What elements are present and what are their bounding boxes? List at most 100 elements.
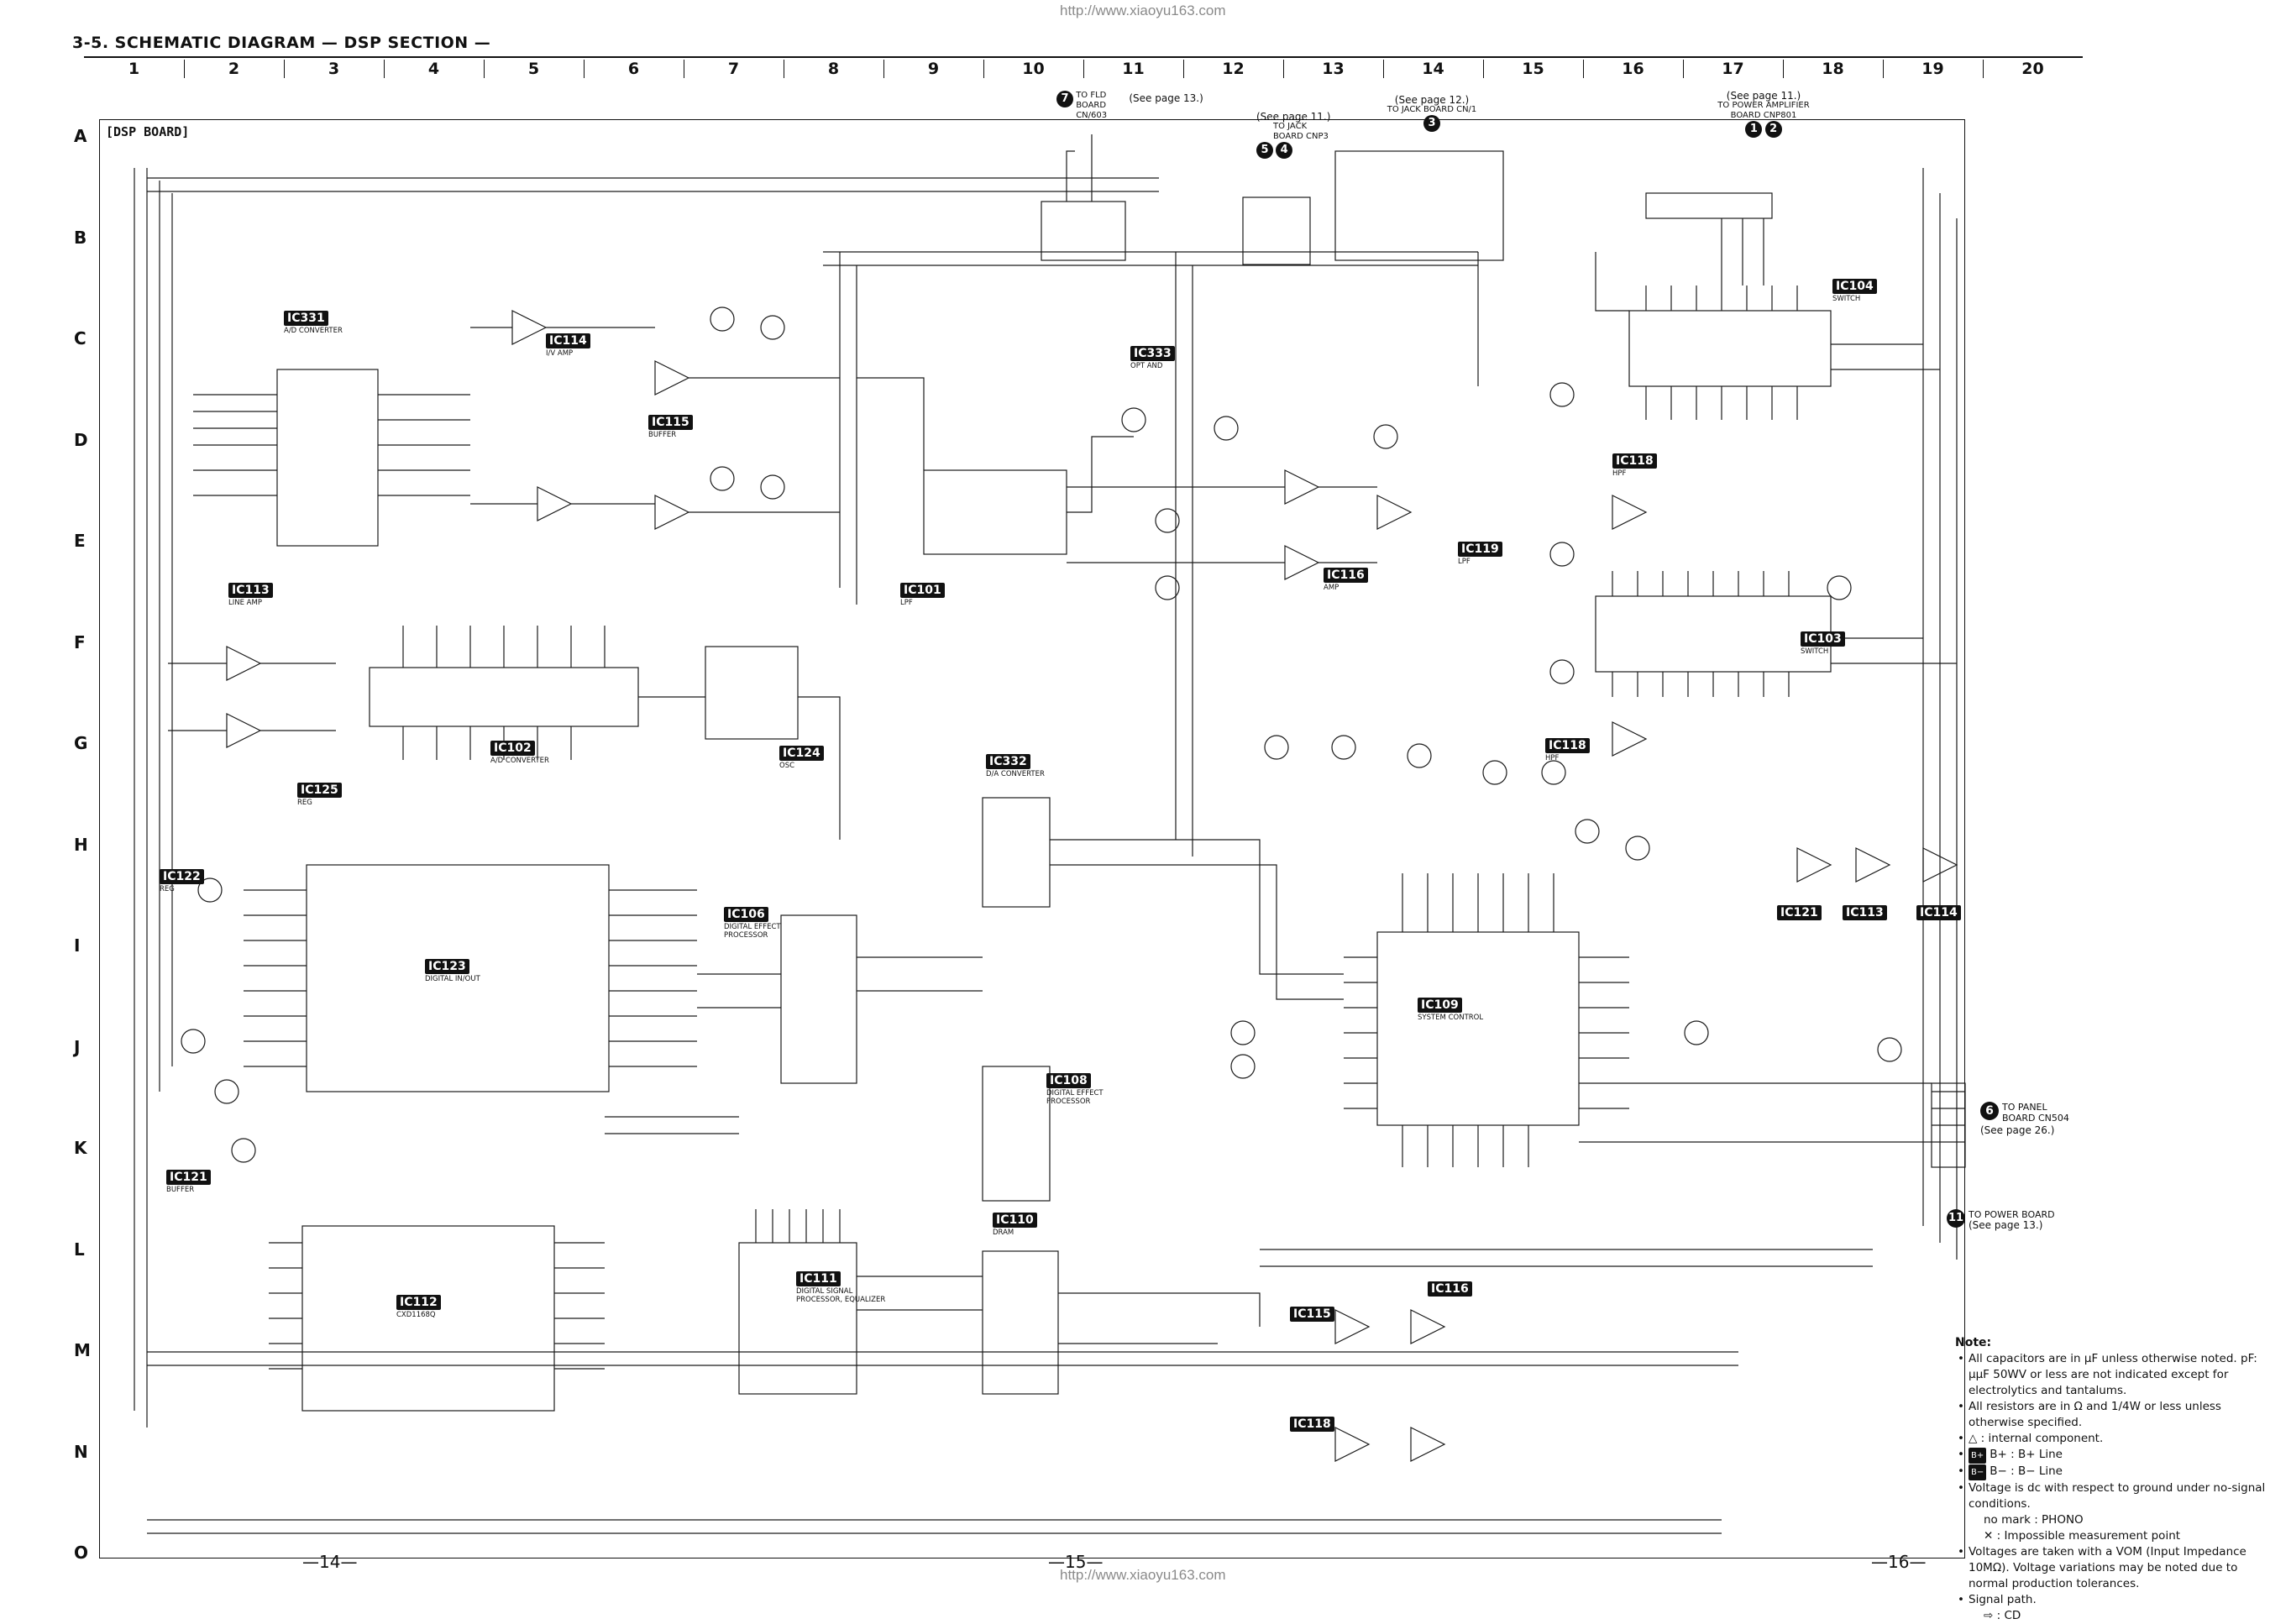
column-label: 7 bbox=[684, 60, 784, 78]
column-label: 4 bbox=[384, 60, 485, 78]
ic-description: DIGITAL IN/OUT bbox=[425, 975, 480, 983]
connector-power-amp-text: TO POWER AMPLIFIER BOARD CNP801 bbox=[1717, 101, 1810, 120]
ic-id: IC118 bbox=[1290, 1417, 1334, 1432]
ic-description: OSC bbox=[779, 762, 795, 770]
connector-power-number: 11 bbox=[1947, 1209, 1965, 1228]
ic-id: IC118 bbox=[1612, 453, 1657, 469]
column-label: 10 bbox=[983, 60, 1084, 78]
page-number-16: —16— bbox=[1871, 1552, 1927, 1572]
note-item: All capacitors are in μF unless otherwis… bbox=[1958, 1351, 2274, 1399]
ic-description: DIGITAL SIGNAL PROCESSOR, EQUALIZER bbox=[796, 1287, 886, 1304]
b-plus-tag: B+ bbox=[1969, 1448, 1987, 1464]
ic-description: SYSTEM CONTROL bbox=[1418, 1014, 1484, 1022]
ic-description: CXD1168Q bbox=[396, 1311, 436, 1319]
connector-panel: 6 TO PANEL BOARD CN504 (See page 26.) bbox=[1980, 1102, 2081, 1136]
ic-label: IC121 bbox=[1777, 904, 1822, 920]
ic-id: IC121 bbox=[1777, 905, 1822, 920]
ic-description: BUFFER bbox=[166, 1186, 195, 1194]
note-item: △ : internal component. bbox=[1958, 1431, 2274, 1447]
connector-power-amp-page: (See page 11.) bbox=[1726, 90, 1801, 102]
ic-label: IC114 bbox=[1916, 904, 1961, 920]
column-label: 20 bbox=[2021, 60, 2044, 78]
column-label: 11 bbox=[1083, 60, 1184, 78]
ic-id: IC109 bbox=[1418, 998, 1462, 1013]
ic-id: IC116 bbox=[1324, 568, 1368, 583]
ic-id: IC121 bbox=[166, 1170, 211, 1185]
row-label: K bbox=[74, 1138, 87, 1158]
column-label: 12 bbox=[1183, 60, 1284, 78]
page-number-15: —15— bbox=[1048, 1552, 1104, 1572]
page-title: 3-5. SCHEMATIC DIAGRAM — DSP SECTION — bbox=[72, 34, 491, 52]
ic-description: REG bbox=[297, 799, 312, 807]
ic-description: SWITCH bbox=[1801, 647, 1829, 656]
ic-id: IC112 bbox=[396, 1295, 441, 1310]
ic-description: BUFFER bbox=[648, 431, 677, 439]
ic-id: IC123 bbox=[425, 959, 469, 974]
connector-power-page: (See page 13.) bbox=[1969, 1219, 2043, 1231]
connector-jack-b-number: 3 bbox=[1423, 115, 1440, 132]
connector-fld-page: (See page 13.) bbox=[1129, 92, 1203, 104]
ic-description: LINE AMP bbox=[228, 599, 262, 607]
row-label: L bbox=[74, 1239, 85, 1260]
ic-id: IC113 bbox=[228, 583, 273, 598]
ic-id: IC332 bbox=[986, 754, 1030, 769]
note-item: All resistors are in Ω and 1/4W or less … bbox=[1958, 1399, 2274, 1431]
row-label: A bbox=[74, 126, 87, 146]
ic-id: IC110 bbox=[993, 1213, 1037, 1228]
ic-id: IC101 bbox=[900, 583, 945, 598]
ic-id: IC114 bbox=[1916, 905, 1961, 920]
ic-label: IC116 bbox=[1428, 1280, 1472, 1297]
note-item: Signal path. bbox=[1958, 1592, 2274, 1608]
note-item: B+B+ : B+ Line bbox=[1958, 1447, 2274, 1464]
ic-id: IC115 bbox=[1290, 1307, 1334, 1322]
row-label: G bbox=[74, 733, 88, 753]
ic-id: IC104 bbox=[1832, 279, 1877, 294]
column-label: 9 bbox=[883, 60, 984, 78]
row-label: C bbox=[74, 328, 87, 348]
connector-power-amp-num-2: 2 bbox=[1764, 121, 1782, 138]
note-sub-no-mark: no mark : PHONO bbox=[1984, 1513, 2084, 1527]
ic-id: IC108 bbox=[1046, 1073, 1091, 1088]
note-sub-impossible: ✕ : Impossible measurement point bbox=[1984, 1529, 2181, 1543]
ic-description: LPF bbox=[900, 599, 913, 607]
connector-power: 11 TO POWER BOARD (See page 13.) bbox=[1947, 1209, 2064, 1231]
watermark-top: http://www.xiaoyu163.com bbox=[1060, 3, 1226, 18]
connector-panel-page: (See page 26.) bbox=[1980, 1124, 2055, 1136]
connector-jack-a-text: TO JACK BOARD CNP3 bbox=[1273, 122, 1329, 141]
ic-id: IC103 bbox=[1801, 631, 1845, 647]
ic-description: OPT AND bbox=[1130, 362, 1163, 370]
ic-id: IC113 bbox=[1843, 905, 1887, 920]
note-item: Voltages are taken with a VOM (Input Imp… bbox=[1958, 1544, 2274, 1592]
connector-fld-text: TO FLD BOARD CN/603 bbox=[1076, 91, 1108, 120]
ic-id: IC116 bbox=[1428, 1281, 1472, 1297]
notes-heading: Note: bbox=[1955, 1336, 1992, 1349]
column-label: 14 bbox=[1383, 60, 1484, 78]
page-number-14: —14— bbox=[302, 1552, 358, 1572]
ic-description: HPF bbox=[1545, 754, 1560, 762]
ic-description: REG bbox=[160, 885, 175, 893]
ic-id: IC106 bbox=[724, 907, 768, 922]
column-label: 8 bbox=[784, 60, 884, 78]
row-label: H bbox=[74, 834, 88, 855]
watermark-bottom: http://www.xiaoyu163.com bbox=[1060, 1567, 1226, 1583]
row-label: N bbox=[74, 1441, 88, 1462]
column-label: 19 bbox=[1883, 60, 1984, 78]
ic-id: IC114 bbox=[546, 333, 590, 348]
connector-jack-b: (See page 12.) TO JACK BOARD CN/1 3 bbox=[1386, 95, 1478, 132]
ic-description: AMP bbox=[1324, 584, 1339, 592]
column-label: 17 bbox=[1683, 60, 1784, 78]
ic-label: IC118 bbox=[1290, 1415, 1334, 1432]
